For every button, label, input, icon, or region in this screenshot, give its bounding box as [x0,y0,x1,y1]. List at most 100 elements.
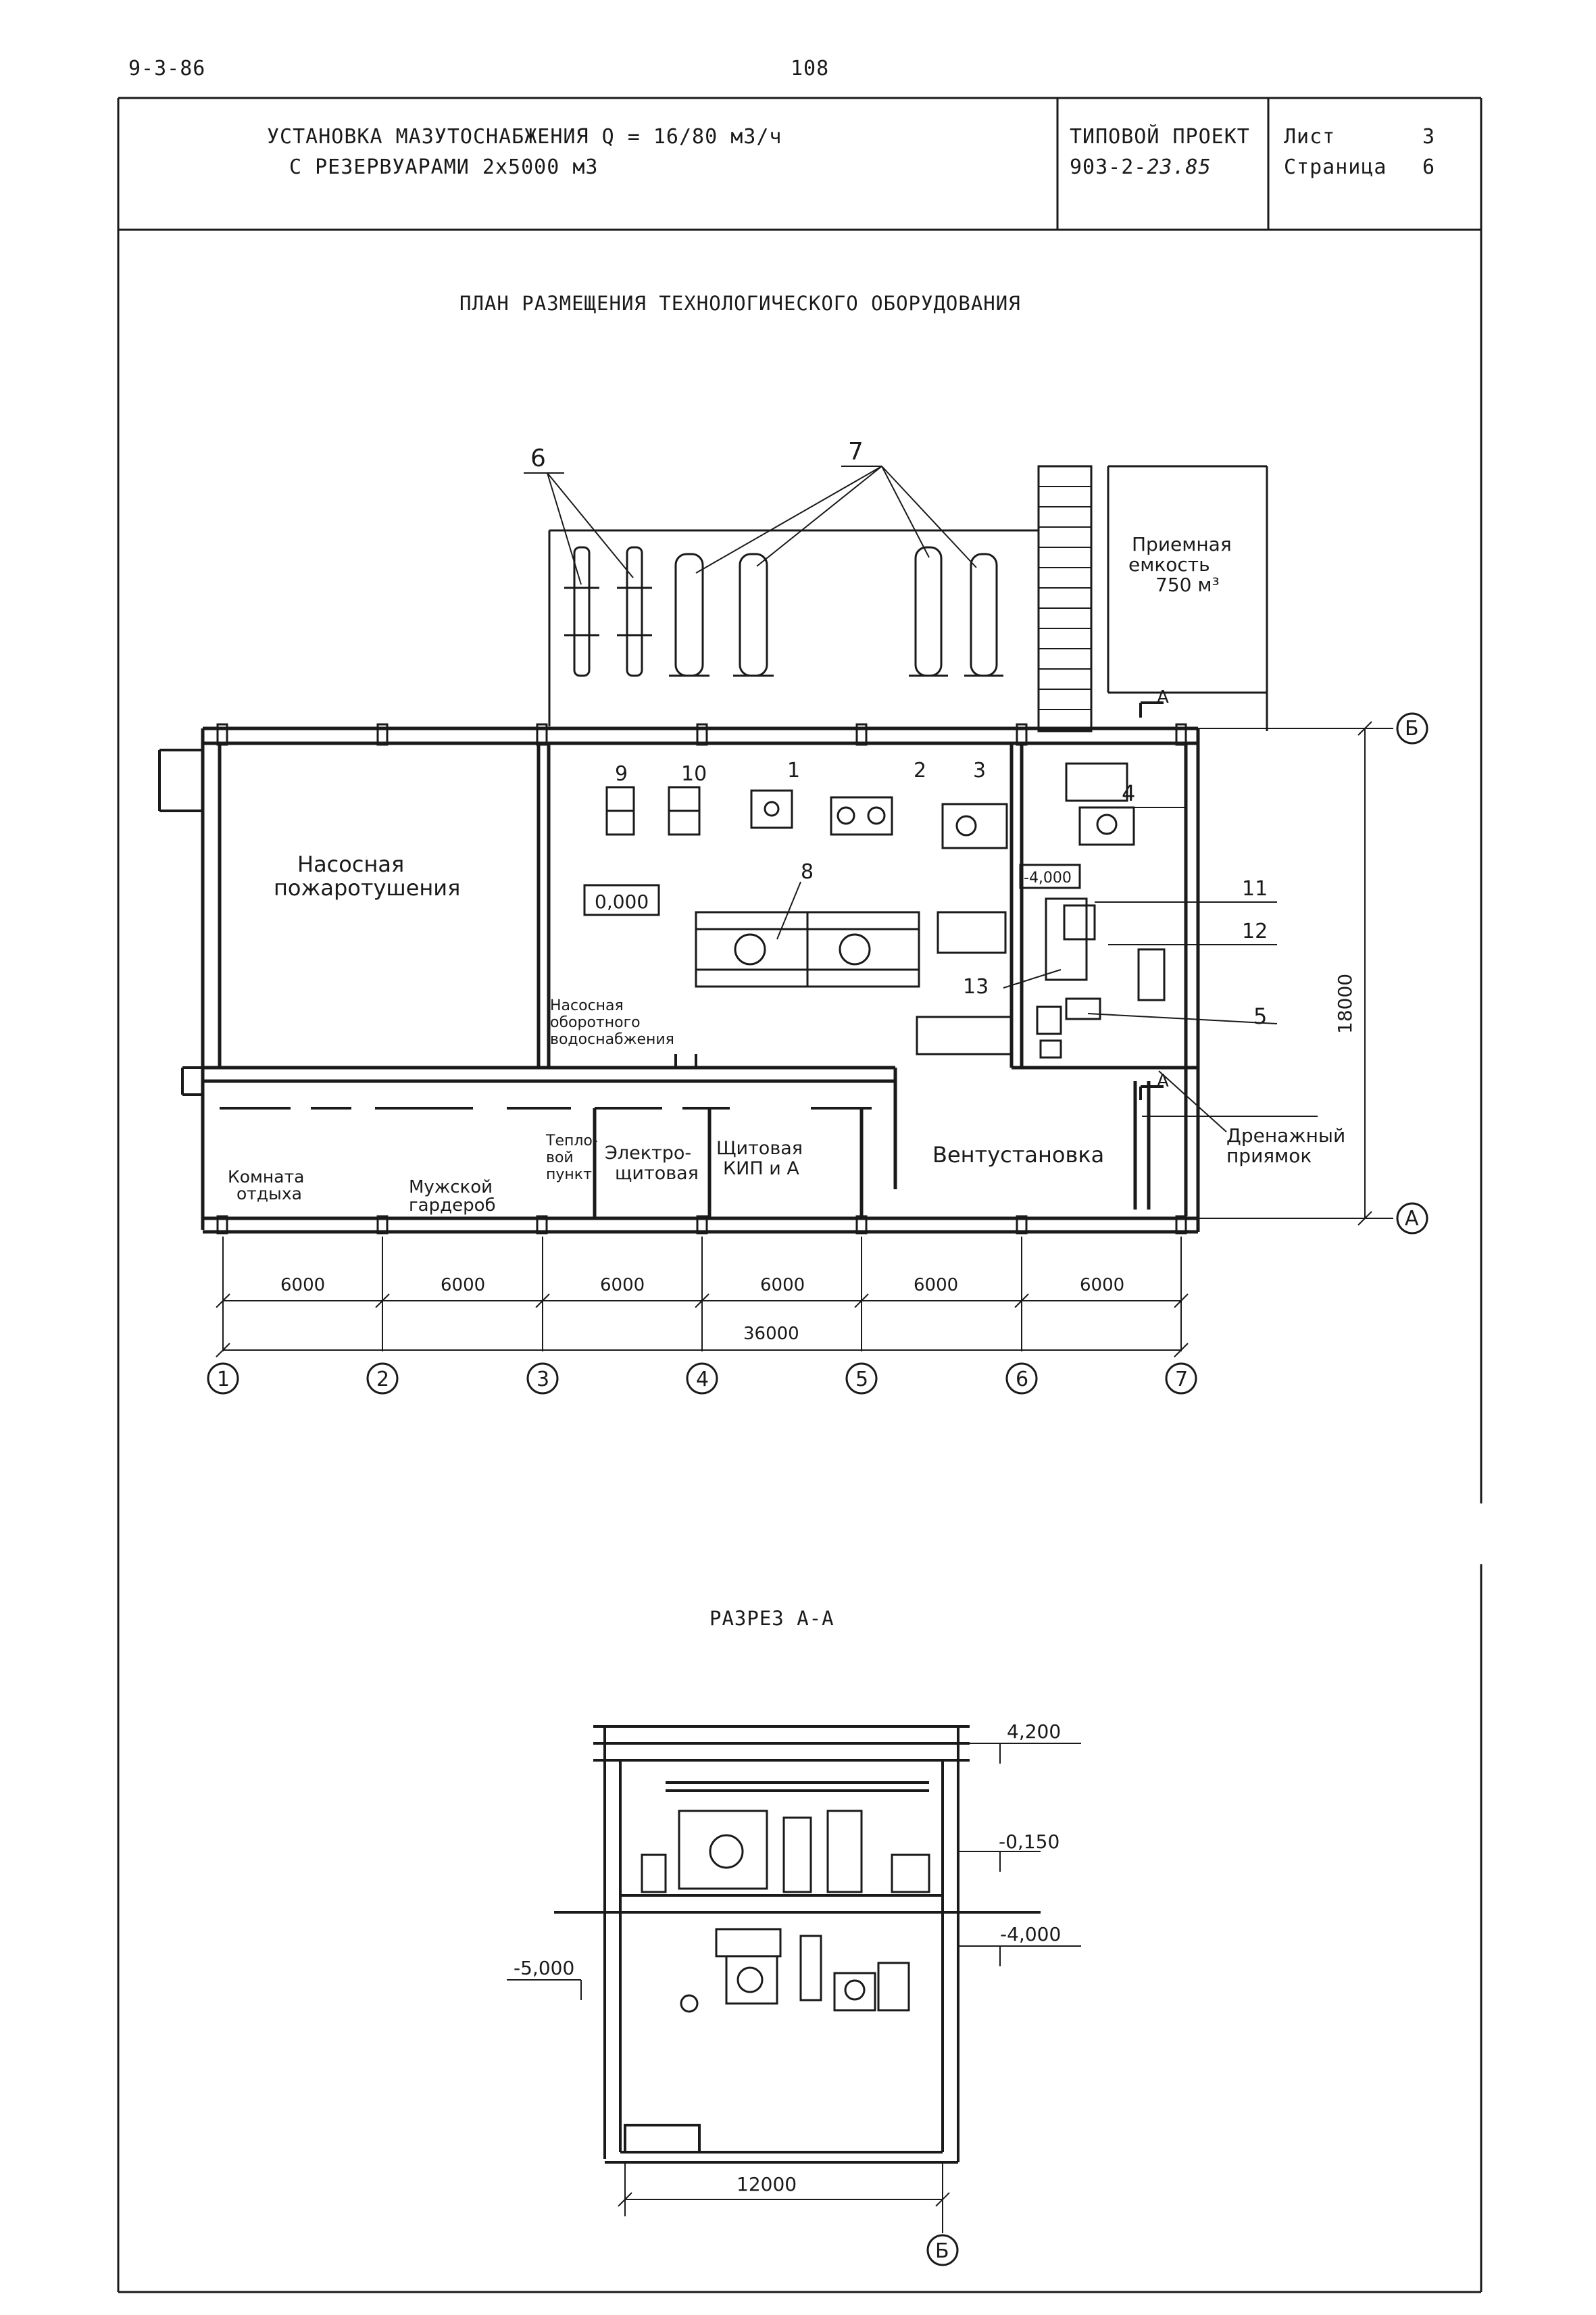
drain-label-2: приямок [1226,1145,1312,1167]
pump-group-8 [695,911,920,988]
label-7: 7 [848,438,864,466]
heater-6b [617,546,652,677]
room-wardrobe-2: гардероб [409,1195,496,1216]
axis-marker-a [1396,1202,1428,1235]
sheet-value: 3 [1422,125,1436,149]
sheet-label: Лист [1284,125,1336,149]
room-recycle-3: водоснабжения [550,1031,674,1048]
sheet-frame [117,97,1482,2293]
level-box-main [583,884,660,916]
page-number: 108 [791,57,830,80]
span-6: 6000 [1080,1275,1124,1295]
partition-ticks [158,749,872,1110]
room-kip-2: КИП и А [723,1158,799,1179]
axis-number-6: 6 [1016,1368,1028,1391]
span-2: 6000 [441,1275,485,1295]
axis-circles-columns [207,1362,1197,1395]
level-main: 0,000 [595,891,649,913]
axis-number-4: 4 [696,1368,709,1391]
room-vent: Вентустановка [932,1142,1104,1168]
pump-1 [750,789,793,829]
heater-7d [964,553,1003,677]
room-heat-1: Тепло- [545,1132,598,1149]
drain-label-1: Дренажный [1226,1124,1345,1147]
label-5: 5 [1253,1003,1267,1029]
building-walls [201,726,1200,1234]
label-12: 12 [1242,920,1268,943]
span-3: 6000 [600,1275,645,1295]
room-rest-1: Комната [228,1167,304,1187]
section-level-2: -0,150 [999,1831,1059,1853]
leader-7 [695,466,977,574]
page-value: 6 [1422,155,1436,179]
section-mark-bottom: А [1157,1071,1169,1091]
label-8: 8 [801,860,814,884]
axis-number-1: 1 [217,1368,230,1391]
plan-title: ПЛАН РАЗМЕЩЕНИЯ ТЕХНОЛОГИЧЕСКОГО ОБОРУДО… [459,292,1021,315]
page-label: Страница [1284,155,1387,179]
level-pit: -4,000 [1024,870,1072,887]
room-heat-2: вой [546,1149,574,1166]
label-4: 4 [1122,780,1135,806]
section-equipment-upper [641,1810,930,1893]
leader-6 [524,472,634,585]
label-9: 9 [615,762,628,786]
heater-7a [669,553,709,677]
width-dim: 18000 [1334,974,1356,1034]
pump-4 [1065,762,1135,846]
section-level-3: -4,000 [1000,1923,1061,1945]
axis-letter-b: Б [1405,717,1419,741]
section-levels [507,1743,1081,2233]
title-line-1: УСТАНОВКА МАЗУТОСНАБЖЕНИЯ Q = 16/80 м3/ч [267,125,782,149]
dim-lines [216,1237,1189,1358]
axis-number-2: 2 [376,1368,389,1391]
label-3: 3 [973,759,986,782]
project-label: ТИПОВОЙ ПРОЕКТ [1070,125,1250,149]
pump-10 [668,786,701,836]
project-number: 903-2-23.85 [1070,155,1212,179]
label-13: 13 [963,975,989,999]
heater-yard [548,529,1040,726]
room-recycle-1: Насосная [550,997,624,1014]
tank-label-3: 750 м³ [1155,574,1220,596]
title-line-2: С РЕЗЕРВУАРАМИ 2х5000 м3 [289,155,599,179]
project-number-handwritten: 23.85 [1147,155,1212,179]
section-axis-marker [926,2234,959,2266]
span-4: 6000 [760,1275,805,1295]
axis-marker-b [1396,712,1428,745]
section-width-dim: 12000 [737,2173,797,2195]
room-fire-pump-1: Насосная [297,851,404,877]
section-level-4: -5,000 [514,1957,574,1979]
page-code: 9-3-86 [128,57,206,80]
tank-label-1: Приемная [1132,533,1232,555]
section-equipment-lower [680,1928,910,2013]
section-axis-letter: Б [935,2239,949,2263]
label-11: 11 [1242,877,1268,901]
total-length: 36000 [743,1324,799,1344]
room-recycle-2: оборотного [550,1014,641,1031]
section-cut-marks [1139,701,1164,1100]
axis-number-7: 7 [1175,1368,1188,1391]
room-kip-1: Щитовая [716,1138,803,1159]
room-heat-3: пункт [546,1166,592,1183]
leaders-numbered [776,807,1318,1132]
section-outline [554,1725,1041,2164]
axis-number-3: 3 [537,1368,549,1391]
columns [216,723,1187,1235]
room-rest-2: отдыха [236,1184,302,1203]
section-level-1: 4,200 [1007,1720,1061,1743]
axis-lines-rows [1198,721,1393,1226]
section-mark-top: А [1157,687,1169,707]
room-electric-2: щитовая [615,1163,699,1184]
tank-label-2: емкость [1128,553,1210,576]
pump-9 [605,786,635,836]
label-2: 2 [914,759,926,782]
room-wardrobe-1: Мужской [409,1177,493,1197]
pump-2 [830,796,893,836]
tank-platform [916,911,1013,1055]
section-title: РАЗРЕЗ А-А [709,1607,834,1630]
label-10: 10 [681,762,707,786]
label-1: 1 [787,759,800,782]
room-fire-pump-2: пожаротушения [274,875,460,901]
